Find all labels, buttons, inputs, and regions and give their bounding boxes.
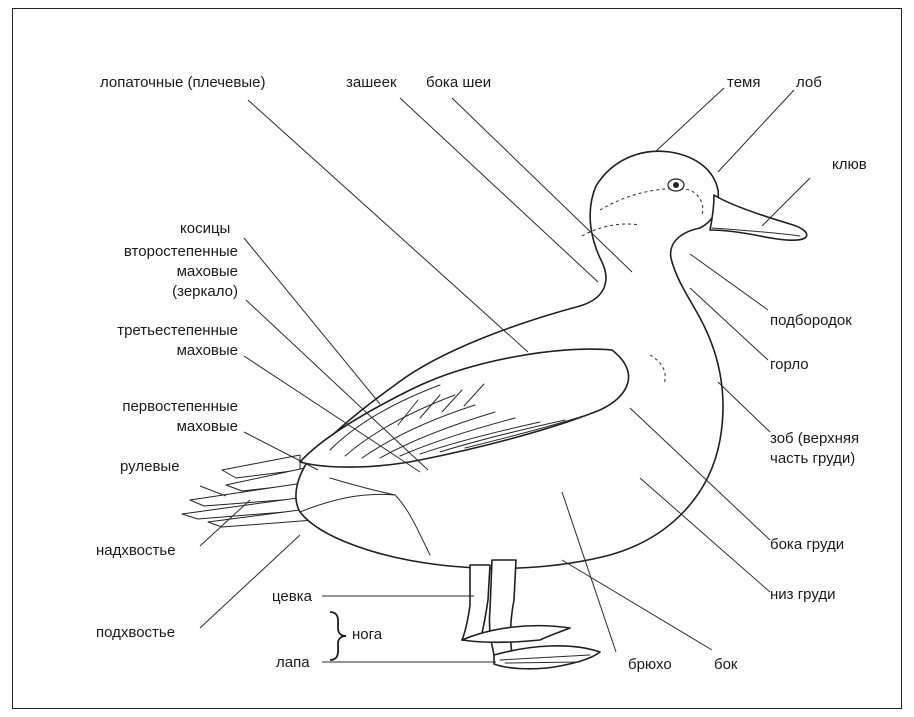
label-nape: зашеек xyxy=(346,74,397,91)
label-secondaries-line3: (зеркало) xyxy=(60,283,238,300)
duck-eye xyxy=(668,179,684,191)
label-crop-line2: часть груди) xyxy=(770,450,855,467)
label-tertials-line2: маховые xyxy=(60,342,238,359)
label-scapulars: лопаточные (плечевые) xyxy=(100,74,265,91)
label-rectrices: рулевые xyxy=(120,458,180,475)
label-tarsus: цевка xyxy=(272,588,312,605)
duck-bill xyxy=(710,195,807,240)
label-crop-line1: зоб (верхняя xyxy=(770,430,859,447)
label-lower-breast: низ груди xyxy=(770,586,836,603)
label-foot: лапа xyxy=(276,654,310,671)
label-tertials-line1: третьестепенные xyxy=(60,322,238,339)
label-flank: бок xyxy=(714,656,738,673)
label-throat: горло xyxy=(770,356,809,373)
label-neck-sides: бока шеи xyxy=(426,74,491,91)
label-tertial-coverts: косицы xyxy=(180,220,230,237)
label-undertail: подхвостье xyxy=(96,624,175,641)
label-primaries-line1: первостепенные xyxy=(60,398,238,415)
label-leg: нога xyxy=(352,626,382,643)
label-breast-sides: бока груди xyxy=(770,536,844,553)
label-chin: подбородок xyxy=(770,312,852,329)
label-primaries-line2: маховые xyxy=(60,418,238,435)
leg-brace xyxy=(330,612,346,660)
label-secondaries-line1: второстепенные xyxy=(60,243,238,260)
label-uppertail: надхвостье xyxy=(96,542,176,559)
label-bill: клюв xyxy=(832,156,867,173)
label-belly: брюхо xyxy=(628,656,672,673)
duck-legs xyxy=(462,560,600,669)
label-forehead: лоб xyxy=(796,74,822,91)
label-secondaries-line2: маховые xyxy=(60,263,238,280)
label-crown: темя xyxy=(727,74,760,91)
tail-feathers xyxy=(182,455,315,527)
